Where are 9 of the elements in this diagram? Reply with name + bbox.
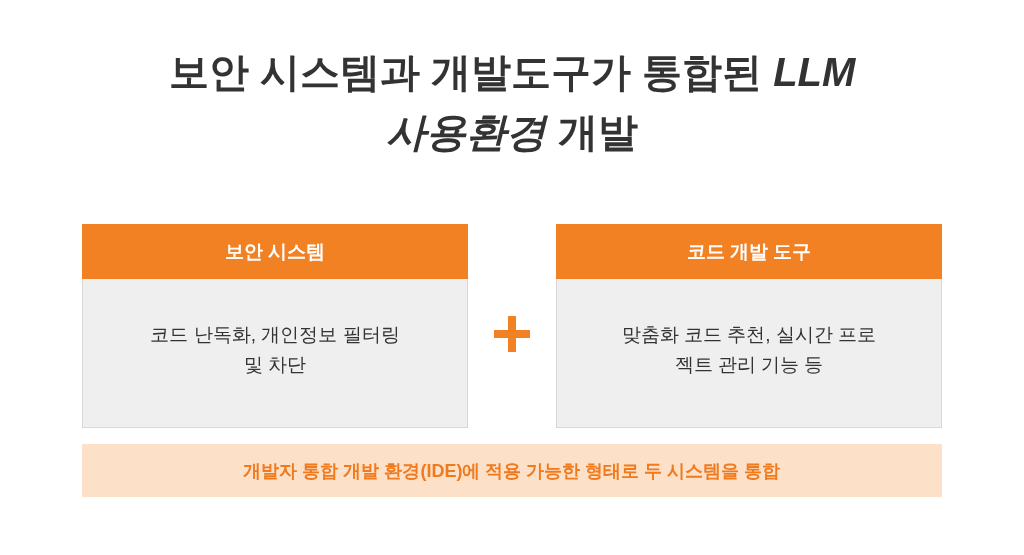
card-header: 코드 개발 도구 xyxy=(556,224,942,279)
card-description: 코드 난독화, 개인정보 필터링 및 차단 xyxy=(149,323,401,377)
summary-banner xyxy=(82,444,942,497)
info-card xyxy=(82,224,468,428)
card-description: 맞춤화 코드 추천, 실시간 프로젝트 관리 기능 등 xyxy=(620,323,878,377)
title: 보안 시스템과 개발도구가 통합된 LLM 사용환경 개발 xyxy=(167,49,857,156)
card-header: 보안 시스템 xyxy=(82,224,468,279)
info-card xyxy=(556,224,942,428)
summary-text: 개발자 통합 개발 환경(IDE)에 적용 가능한 형태로 두 시스템을 통합 xyxy=(243,459,781,483)
